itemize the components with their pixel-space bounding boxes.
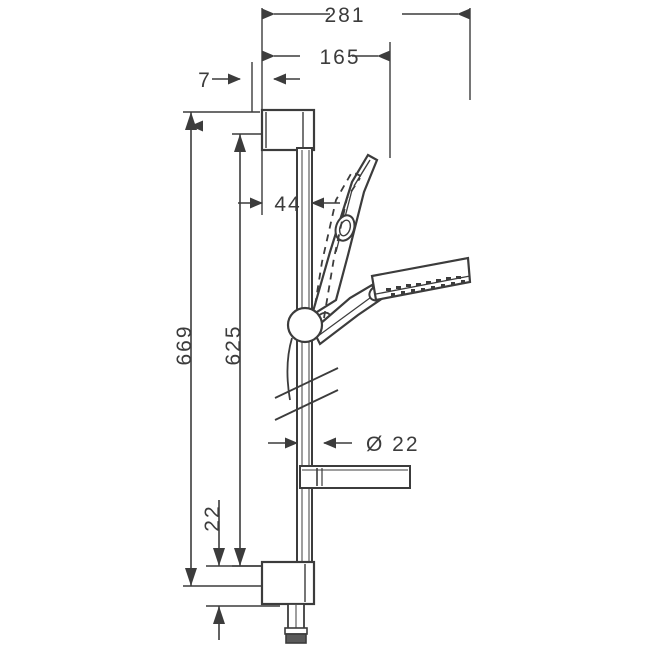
handshower bbox=[311, 256, 472, 346]
dimension-label-669: 669 bbox=[173, 324, 196, 365]
lower-wall-bracket bbox=[260, 560, 316, 606]
dimension-label-625: 625 bbox=[222, 324, 245, 365]
spray-face-nozzles bbox=[386, 276, 465, 296]
dimension-label-22: 22 bbox=[201, 504, 224, 531]
soap-dish-arm bbox=[299, 465, 411, 489]
handshower-holder bbox=[310, 153, 379, 318]
upper-wall-bracket bbox=[260, 108, 316, 152]
shower-hose bbox=[284, 603, 308, 644]
dimension-lower-bracket-drop bbox=[213, 500, 225, 640]
dimension-bracket-spacing bbox=[234, 134, 246, 566]
slide-bar bbox=[296, 147, 313, 569]
slider-ring bbox=[286, 306, 331, 401]
dimension-label-44: 44 bbox=[274, 193, 301, 216]
dimension-label-165: 165 bbox=[319, 46, 360, 69]
dimension-lines bbox=[185, 8, 470, 640]
dimension-label-281: 281 bbox=[324, 4, 365, 27]
dimension-label-7: 7 bbox=[198, 69, 212, 92]
break-symbol bbox=[274, 367, 339, 421]
dimension-label-diameter-22: Ø 22 bbox=[366, 433, 420, 456]
dimension-overall-height bbox=[185, 112, 203, 586]
holder-alternate-position-dashed bbox=[312, 170, 362, 319]
